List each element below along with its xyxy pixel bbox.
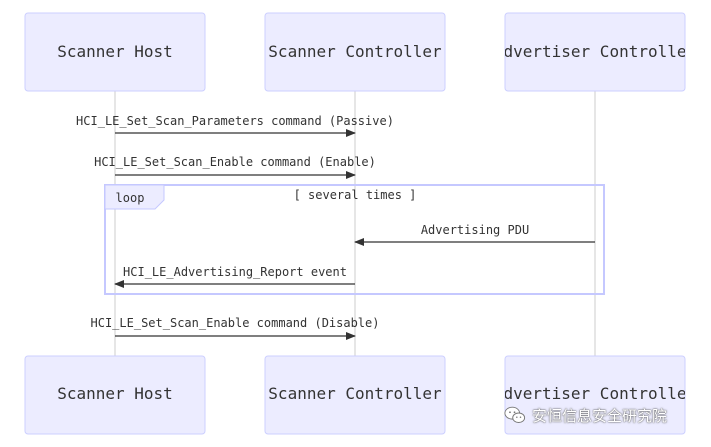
actor-label: Scanner Controller [268, 384, 442, 403]
message-set-scan-parameters: HCI_LE_Set_Scan_Parameters command (Pass… [76, 114, 394, 137]
actor-bottom-advertiser-controller: Advertiser Controller [494, 355, 697, 435]
loop-frame [104, 184, 605, 295]
message-label: HCI_LE_Set_Scan_Enable command (Disable) [91, 316, 380, 330]
loop-tab [104, 184, 165, 210]
actor-top-scanner-controller: Scanner Controller [264, 12, 446, 92]
message-set-scan-disable: HCI_LE_Set_Scan_Enable command (Disable) [91, 316, 380, 340]
actor-top-scanner-host: Scanner Host [24, 12, 206, 92]
actor-label: Scanner Host [57, 384, 173, 403]
message-label: Advertising PDU [421, 223, 529, 237]
actor-top-advertiser-controller: Advertiser Controller [494, 12, 697, 92]
actor-bottom-scanner-host: Scanner Host [24, 355, 206, 435]
message-advertising-report: HCI_LE_Advertising_Report event [114, 265, 355, 288]
message-label: HCI_LE_Advertising_Report event [123, 265, 347, 279]
loop-condition: [ several times ] [294, 188, 417, 202]
message-label: HCI_LE_Set_Scan_Parameters command (Pass… [76, 114, 394, 128]
message-advertising-pdu: Advertising PDU [354, 223, 595, 246]
watermark: 安恒信息安全研究院 [504, 404, 667, 426]
message-label: HCI_LE_Set_Scan_Enable command (Enable) [94, 155, 376, 169]
actor-label: Scanner Host [57, 42, 173, 61]
actor-bottom-scanner-controller: Scanner Controller [264, 355, 446, 435]
message-set-scan-enable: HCI_LE_Set_Scan_Enable command (Enable) [94, 155, 376, 179]
loop-label: loop [116, 191, 145, 205]
actor-label: Scanner Controller [268, 42, 442, 61]
actor-label: Advertiser Controller [494, 42, 697, 61]
loop-block: loop [ several times ] [104, 184, 605, 295]
wechat-icon [504, 406, 526, 423]
watermark-text: 安恒信息安全研究院 [532, 406, 668, 425]
actor-label: Advertiser Controller [494, 384, 697, 403]
